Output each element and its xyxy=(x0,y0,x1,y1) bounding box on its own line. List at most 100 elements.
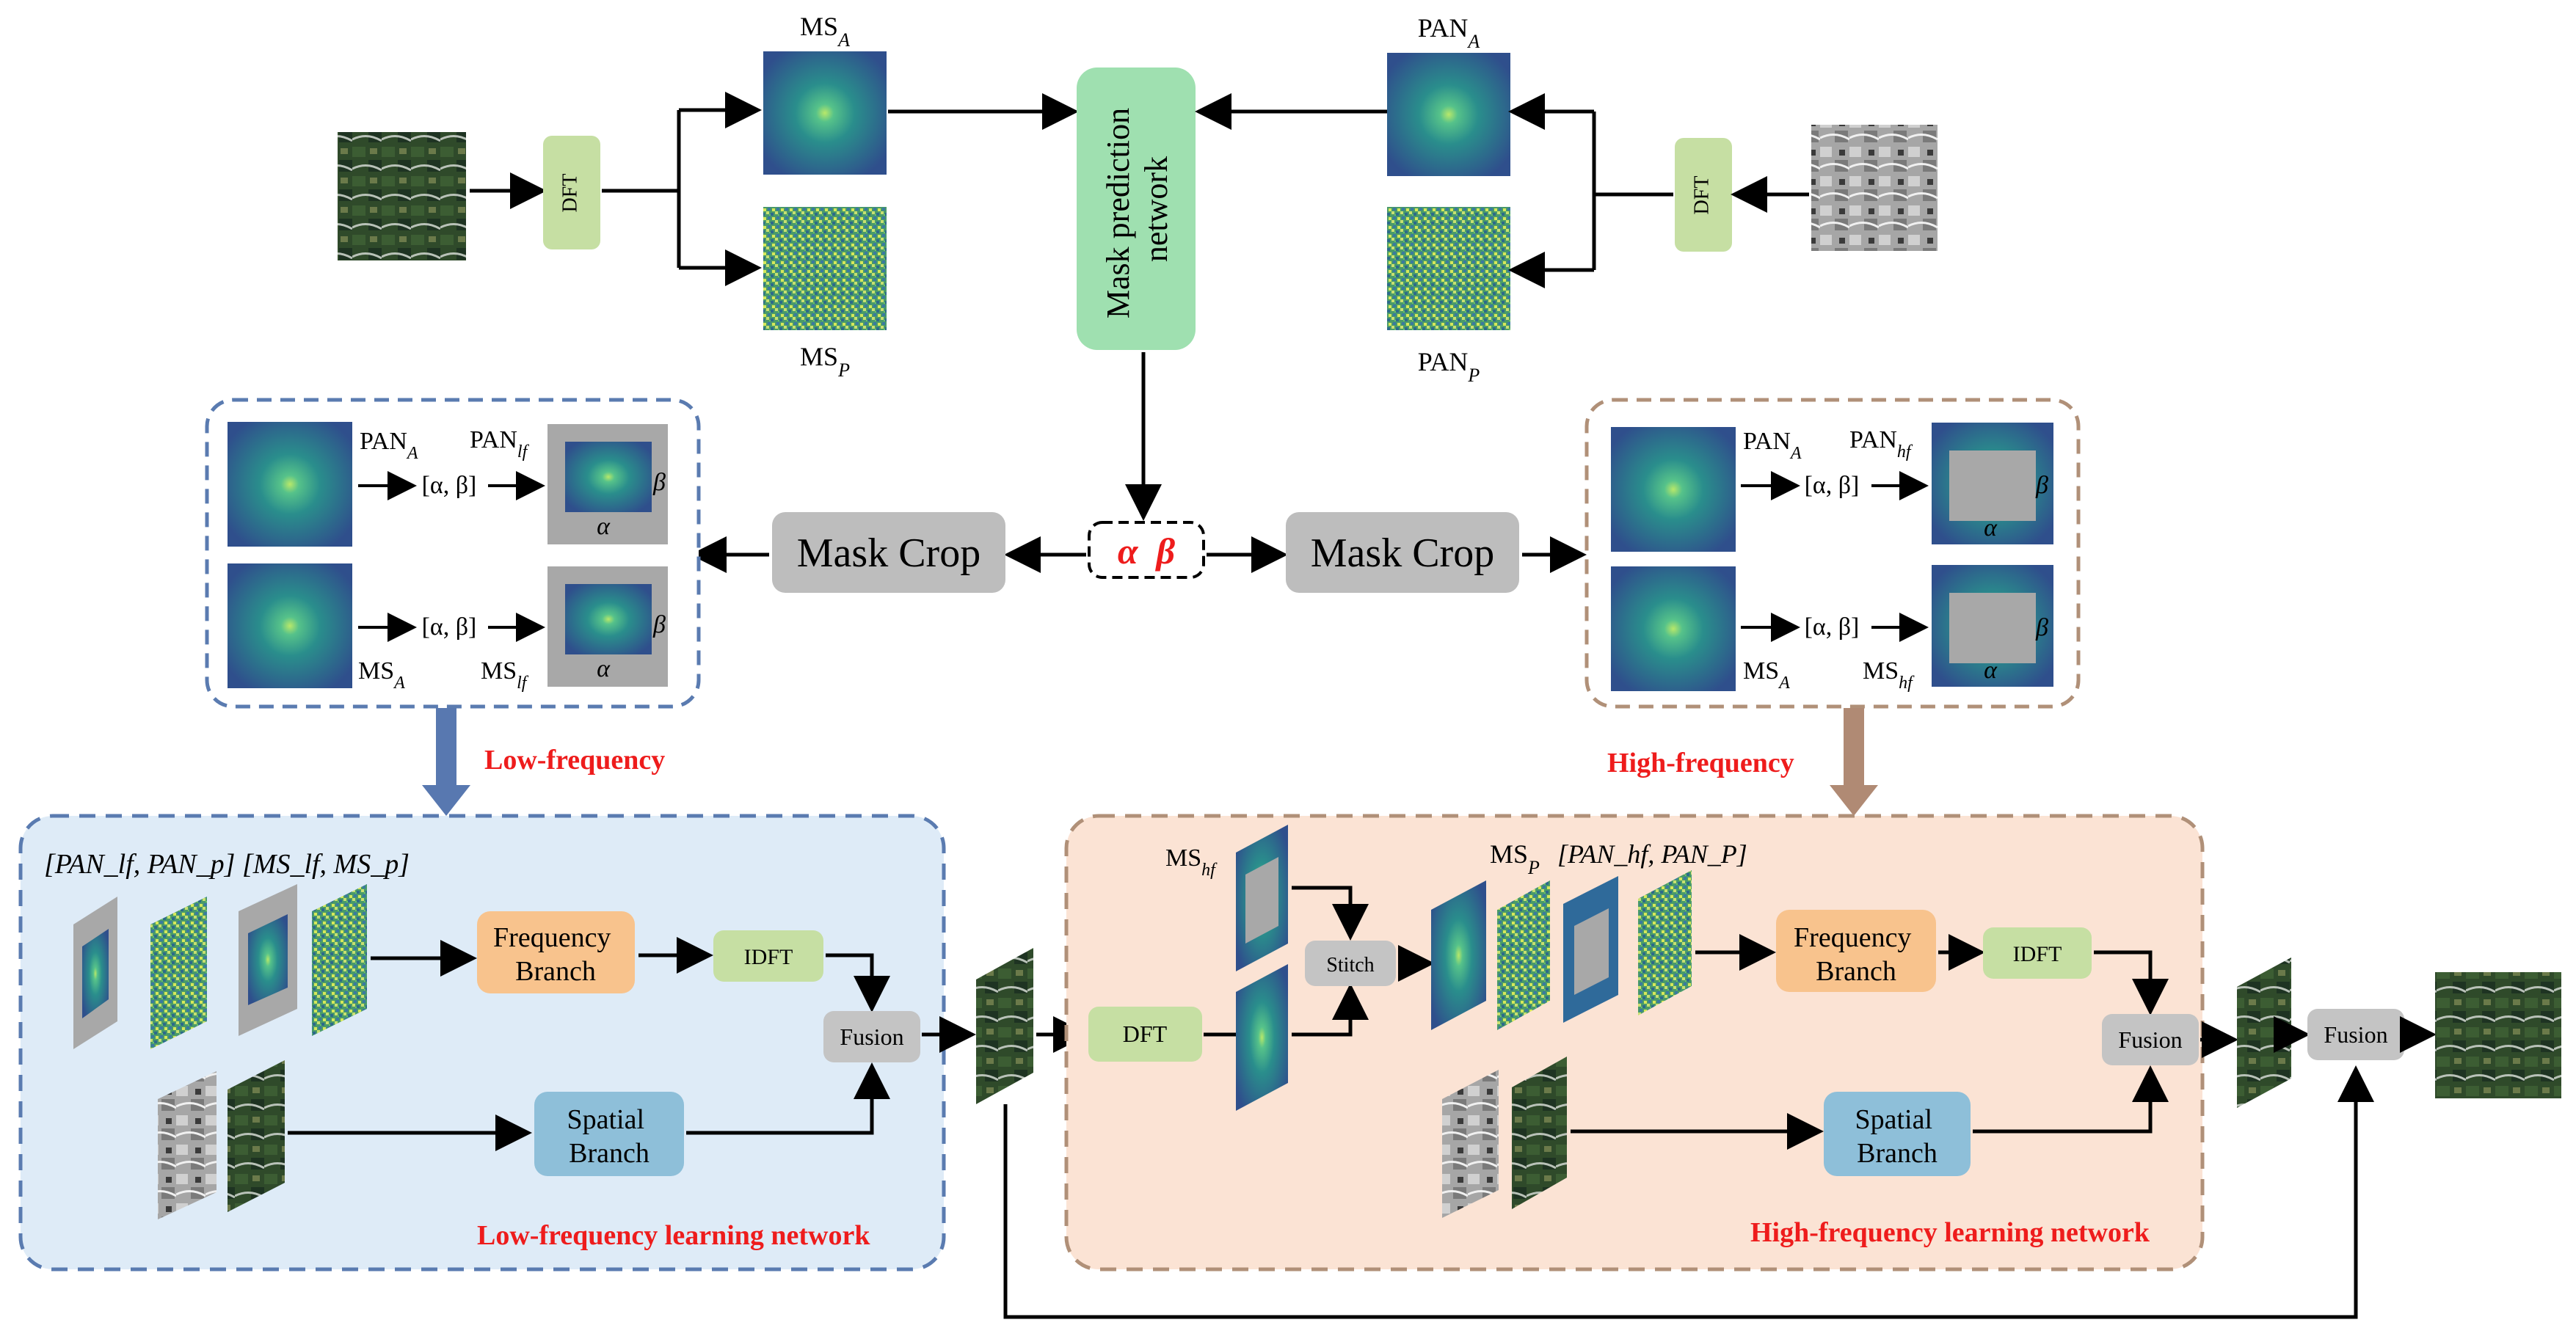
hf-spatial-branch xyxy=(1824,1092,1971,1176)
mask-crop-left xyxy=(772,512,1005,593)
lf-ms-a-spectrum xyxy=(228,563,352,688)
low-frequency-label: Low-frequency xyxy=(484,745,665,776)
lf-pan-phase-input xyxy=(150,897,207,1049)
hf-pan-input-image xyxy=(1442,1070,1499,1218)
hf-pan-a-spectrum xyxy=(1611,427,1736,552)
lf-pan-a-label: PANA xyxy=(360,428,418,463)
lf-frequency-branch xyxy=(477,911,635,993)
lf-spatial-branch xyxy=(534,1092,684,1176)
alpha-beta-label: α β xyxy=(1118,530,1176,572)
high-freq-arrow-shaft xyxy=(1844,708,1864,789)
pan-a-label: PANA xyxy=(1418,13,1480,52)
hf-ms-p-pair-label: MSP xyxy=(1490,839,1540,878)
hf-ms-input-image xyxy=(1512,1057,1567,1209)
hf-ms-a-label: MSA xyxy=(1743,657,1790,693)
pan-a-spectrum xyxy=(1387,53,1510,176)
final-fusion-box xyxy=(2307,1009,2404,1060)
low-freq-arrow-head xyxy=(422,785,470,816)
lf-fusion-box xyxy=(823,1011,920,1062)
hf-ms-masked-center xyxy=(1949,593,2036,663)
lf-idft-box xyxy=(713,930,823,982)
hf-fusion-label: Fusion xyxy=(2118,1026,2182,1053)
hf-idft-box xyxy=(1983,927,2092,979)
lf-ms-alpha: α xyxy=(597,655,611,682)
lf-pan-alpha: α xyxy=(597,513,611,540)
lf-output-image xyxy=(976,948,1033,1104)
low-freq-arrow-shaft xyxy=(436,708,456,789)
hf-spatial-branch-label: Spatial Branch xyxy=(1855,1104,1939,1169)
hf-dft-label: DFT xyxy=(1123,1021,1168,1047)
dft-label-pan: DFT xyxy=(1690,176,1713,215)
hf-pan-a-label: PANA xyxy=(1743,428,1802,463)
hf-ms-phase xyxy=(1497,880,1550,1030)
mask-crop-right xyxy=(1286,512,1519,593)
final-fusion-label: Fusion xyxy=(2324,1021,2387,1048)
dft-box-pan xyxy=(1675,138,1732,252)
lf-fusion-label: Fusion xyxy=(840,1024,903,1050)
hf-pan-pair-label: [PAN_hf, PAN_P] xyxy=(1557,839,1747,869)
hf-fusion-box xyxy=(2102,1014,2199,1065)
hf-pan-hf-spectrum-center xyxy=(1574,908,1609,995)
pan-p-label: PANP xyxy=(1418,347,1480,386)
high-frequency-label: High-frequency xyxy=(1607,748,1794,778)
hf-ms-a-spectrum xyxy=(1611,566,1736,691)
mask-prediction-network xyxy=(1077,68,1196,350)
hf-frequency-branch-label: Frequency Branch xyxy=(1794,922,1918,987)
lf-interval-ms: [α, β] xyxy=(422,613,477,641)
lf-ms-a-label: MSA xyxy=(358,657,405,693)
mask-crop-right-label: Mask Crop xyxy=(1311,530,1494,576)
lf-interval-pan: [α, β] xyxy=(422,472,477,499)
mask-crop-left-label: Mask Crop xyxy=(797,530,980,576)
low-freq-network-label: Low-frequency learning network xyxy=(477,1220,870,1251)
ms-a-label: MSA xyxy=(800,12,850,51)
lf-pan-masked-input-center xyxy=(82,929,109,1018)
lf-ms-pair-label: [MS_lf, MS_p] xyxy=(242,849,410,880)
hf-ms-hf-input-label: MShf xyxy=(1165,844,1218,880)
alpha-beta-box xyxy=(1088,521,1205,579)
mask-prediction-label: Mask prediction network xyxy=(1100,100,1174,318)
lf-idft-label: IDFT xyxy=(744,945,793,969)
lf-ms-masked-center xyxy=(565,584,652,654)
hf-idft-label: IDFT xyxy=(2013,942,2062,966)
lf-ms-phase-input xyxy=(312,884,367,1036)
lf-ms-masked-input-center xyxy=(248,914,288,1005)
lf-pan-beta: β xyxy=(652,469,666,496)
hf-ms-hf-spectrum-center xyxy=(1245,857,1278,944)
pan-input-image xyxy=(1811,125,1938,251)
hf-ms-alpha: α xyxy=(1984,657,1998,684)
ms-p-phase xyxy=(763,207,887,330)
lf-frequency-branch-label: Frequency Branch xyxy=(493,922,618,987)
lf-pan-pair-label: [PAN_lf, PAN_p] xyxy=(44,849,235,880)
ms-input-image xyxy=(338,132,466,260)
hf-pan-alpha: α xyxy=(1984,514,1998,541)
pan-p-phase xyxy=(1387,207,1510,330)
hf-ms-beta: β xyxy=(2035,614,2048,641)
hf-pan-masked-center xyxy=(1949,450,2036,521)
hf-interval-ms: [α, β] xyxy=(1805,613,1860,641)
lf-pan-a-spectrum xyxy=(228,422,352,547)
hf-interval-pan: [α, β] xyxy=(1805,472,1860,499)
lf-pan-input-image xyxy=(158,1071,217,1219)
hf-output-image xyxy=(2237,957,2291,1108)
lf-spatial-branch-label: Spatial Branch xyxy=(567,1104,651,1169)
dft-label-ms: DFT xyxy=(559,174,581,213)
lf-pan-masked-center xyxy=(565,442,652,512)
high-freq-arrow-head xyxy=(1830,785,1878,816)
hf-dft-box xyxy=(1088,1007,1202,1062)
hf-pan-phase xyxy=(1638,870,1692,1015)
ms-a-spectrum xyxy=(763,51,887,175)
hf-stitched-spectrum xyxy=(1431,880,1486,1030)
hf-pan-hf-label: PANhf xyxy=(1849,426,1913,461)
hf-frequency-branch xyxy=(1776,910,1936,992)
lf-ms-lf-label: MSlf xyxy=(481,657,529,693)
stitch-label: Stitch xyxy=(1326,954,1374,977)
ms-p-label: MSP xyxy=(800,342,850,381)
dft-box-ms xyxy=(543,136,600,249)
lf-pan-lf-label: PANlf xyxy=(470,426,530,461)
high-freq-network-label: High-frequency learning network xyxy=(1750,1217,2150,1248)
lf-ms-beta: β xyxy=(652,611,666,638)
hf-ms-amp-spectrum xyxy=(1236,964,1288,1111)
final-output-image xyxy=(2435,972,2561,1098)
lf-ms-input-image xyxy=(228,1060,285,1212)
